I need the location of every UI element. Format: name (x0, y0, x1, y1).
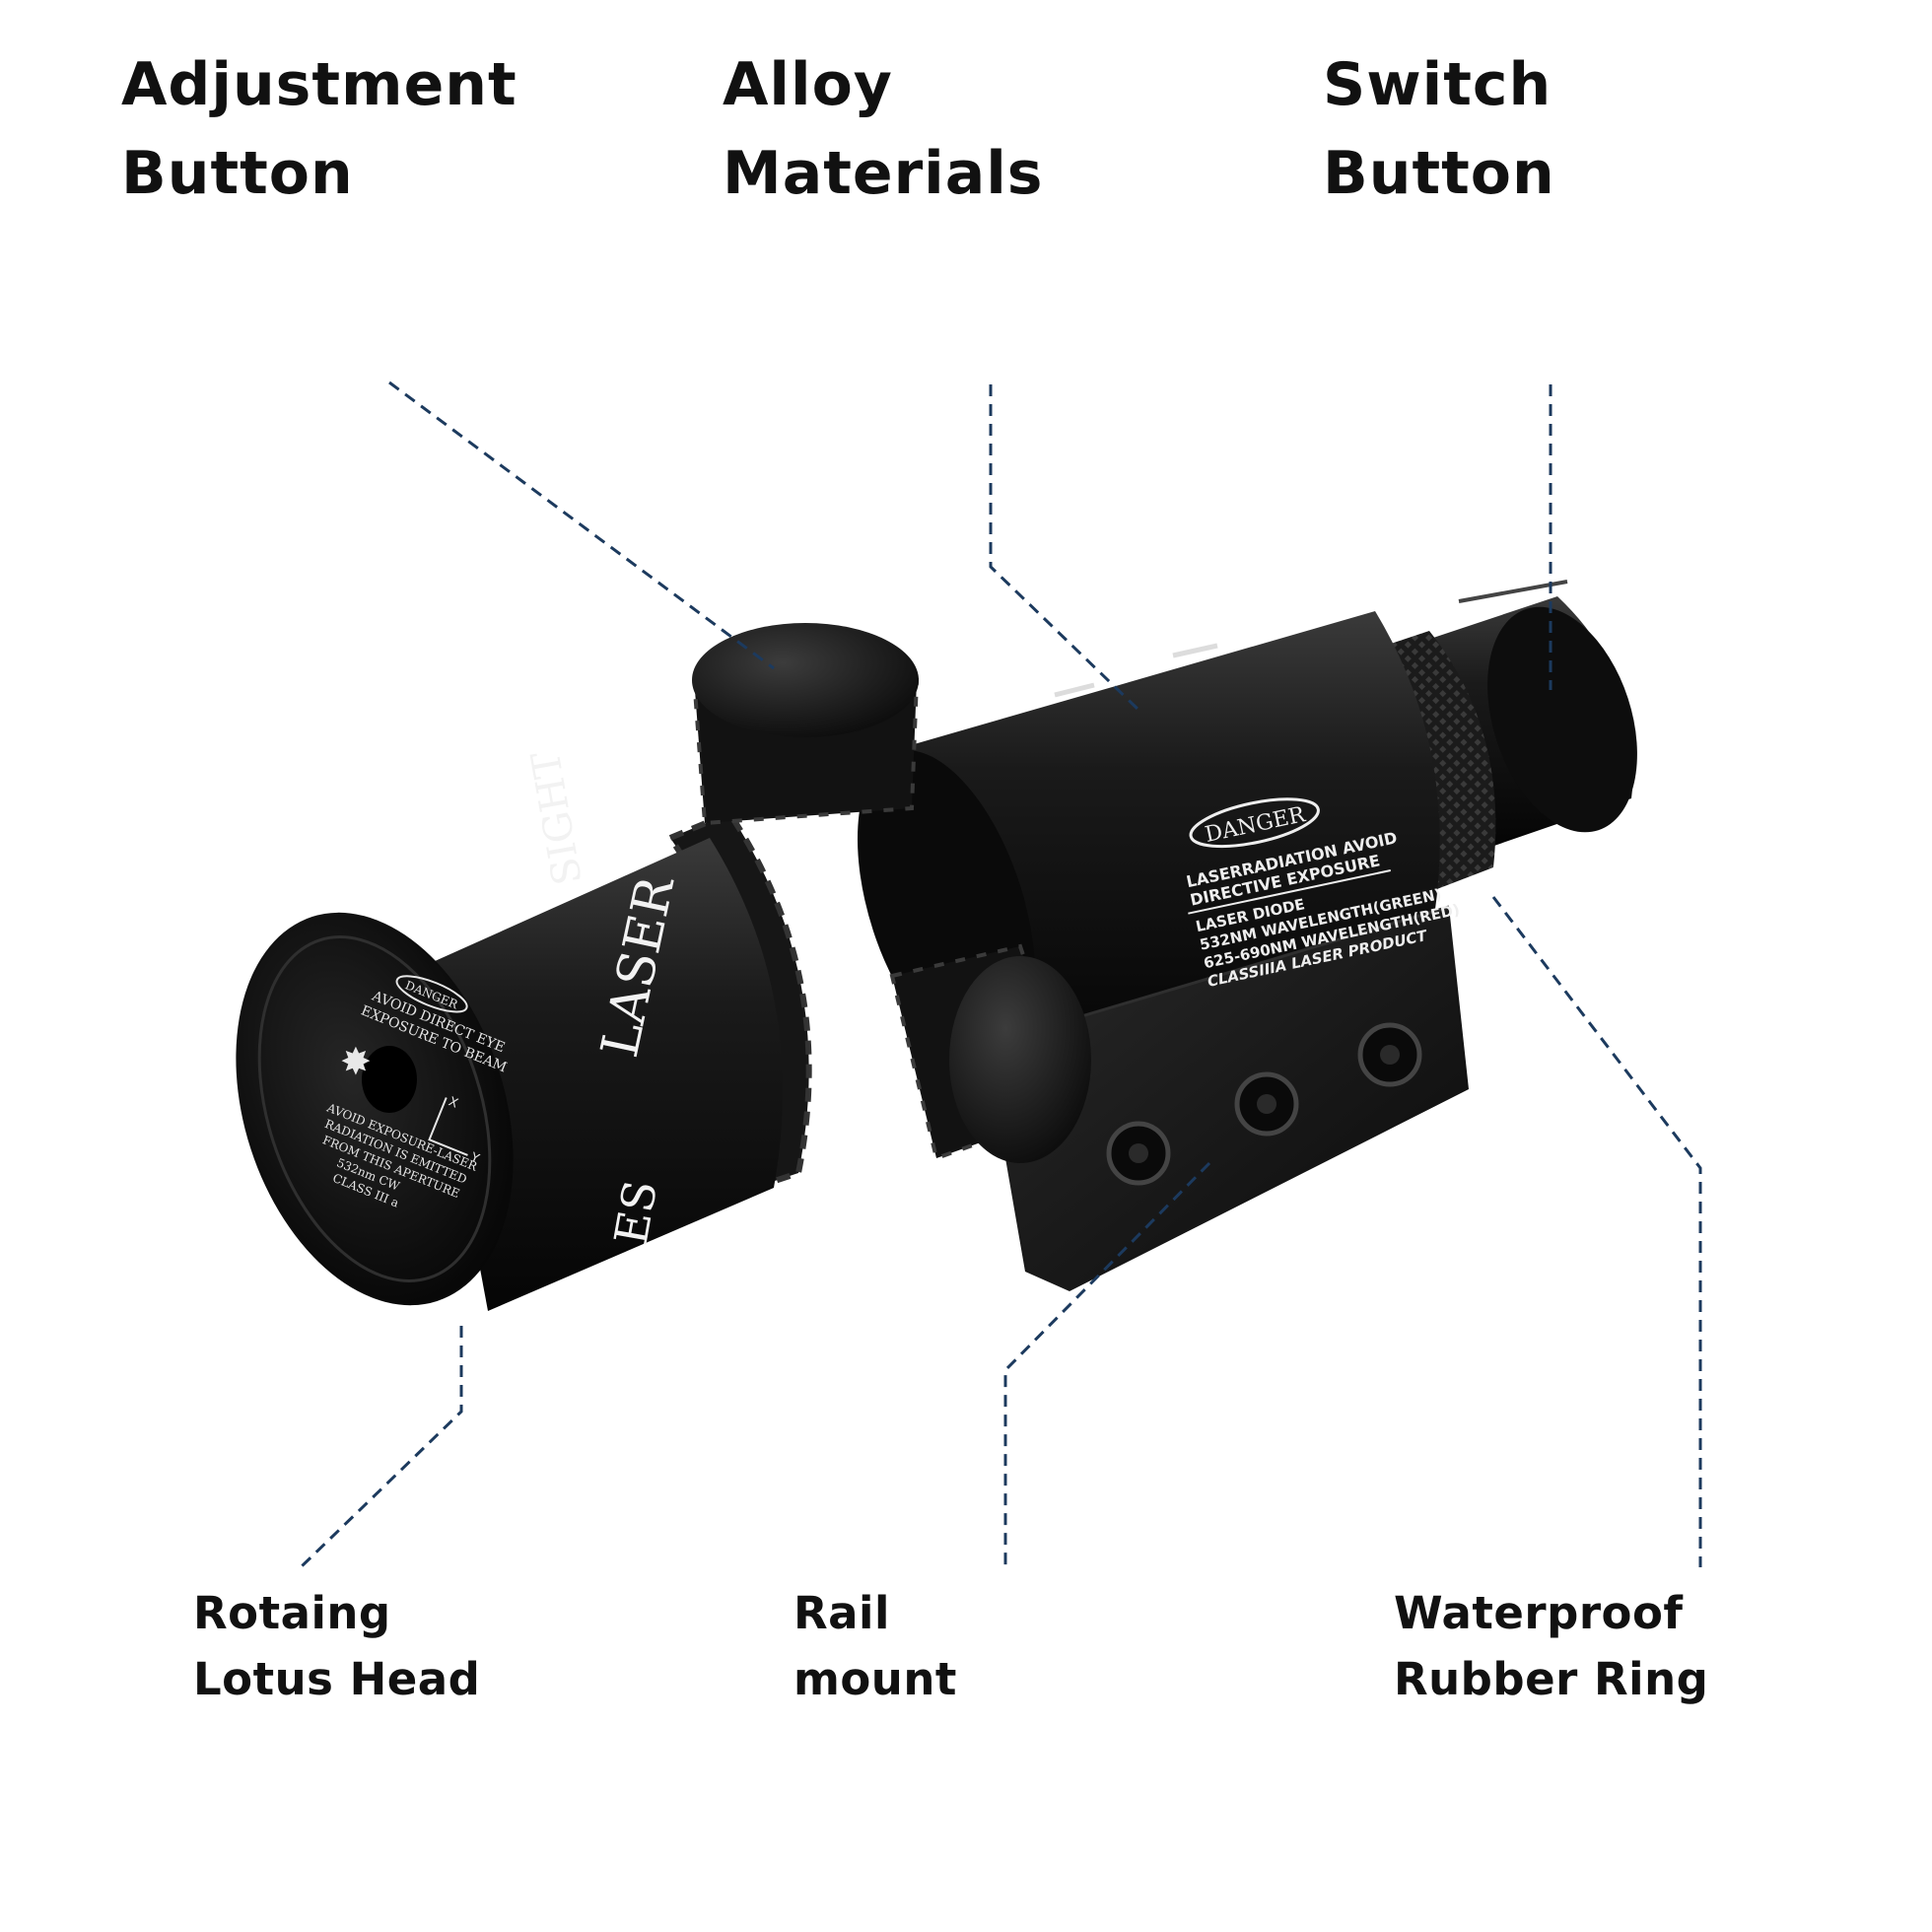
label-rail-mount: Rail mount (794, 1591, 957, 1701)
rail-mount-block (985, 905, 1469, 1291)
label-line: Rotaing (193, 1587, 391, 1639)
label-line: Waterproof (1394, 1587, 1684, 1639)
placeholder-line: ___ (1323, 339, 1372, 371)
label-line: Switch (1323, 50, 1552, 119)
leader-lotus-head (299, 1326, 463, 1569)
label-line: Alloy (723, 50, 893, 119)
label-line: Rubber Ring (1394, 1653, 1709, 1705)
label-adjustment-button: Adjustment Button (121, 55, 518, 203)
label-line: Button (121, 139, 354, 208)
label-switch-button: Switch Button (1323, 55, 1555, 203)
front-barrel (424, 838, 784, 1311)
placeholder-line: __________________________ (121, 268, 548, 300)
label-line: Rail (794, 1587, 890, 1639)
label-line: Button (1323, 139, 1555, 208)
placeholder-line: ___ (1394, 1826, 1435, 1851)
placeholder-line: ________________________ (794, 1774, 1121, 1800)
placeholder-line: ___ (193, 1826, 235, 1851)
placeholder-line: __________________________ (1323, 268, 1750, 300)
label-line: Lotus Head (193, 1653, 481, 1705)
placeholder-line: ________________________ (1394, 1774, 1721, 1800)
barrel-sight-text: SIGHT (523, 747, 591, 888)
placeholder-line: __________________________ (723, 268, 1149, 300)
label-line: Materials (723, 139, 1044, 208)
placeholder-line: ________________________ (193, 1774, 520, 1800)
leader-alloy-materials (989, 384, 1140, 712)
placeholder-line: ___ (121, 339, 171, 371)
leader-adjustment-button (388, 380, 775, 670)
barrel-es-text: ES (604, 1176, 667, 1248)
label-rotating-lotus-head: Rotaing Lotus Head (193, 1591, 480, 1701)
placeholder-line: ___ (794, 1826, 835, 1851)
label-waterproof-rubber-ring: Waterproof Rubber Ring (1394, 1591, 1708, 1701)
leader-lines (299, 380, 1702, 1569)
side-adjustment-knob (889, 943, 1091, 1163)
top-adjustment-knob (692, 623, 920, 826)
svg-text:✸: ✸ (340, 1040, 372, 1083)
label-alloy-materials: Alloy Materials (723, 55, 1044, 203)
placeholder-line: ___ (723, 339, 772, 371)
leader-rail-mount (1003, 1161, 1211, 1567)
label-line: mount (794, 1653, 957, 1705)
leader-rubber-ring (1491, 896, 1702, 1567)
label-line: Adjustment (121, 50, 518, 119)
